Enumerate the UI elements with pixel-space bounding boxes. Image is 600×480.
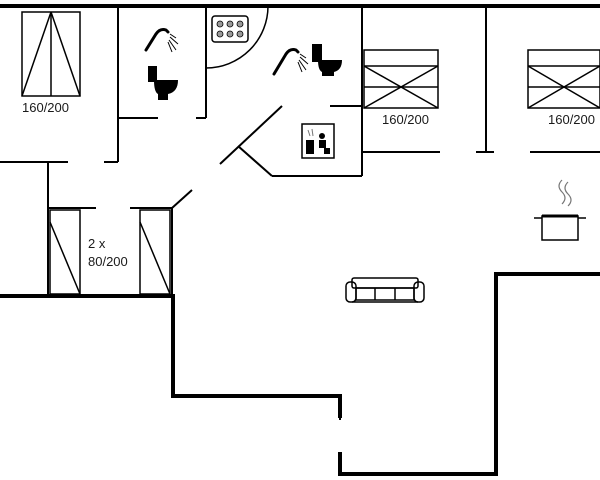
bed-bedroom-4-left (49, 209, 81, 295)
bed-label-bedroom-3: 160/200 (548, 112, 595, 127)
sauna-icon (301, 123, 335, 159)
bottom-right-wall (338, 272, 600, 476)
sofa-icon (345, 277, 425, 303)
bed-label-bedroom-4: 80/200 (88, 254, 128, 269)
cooking-pot-icon (534, 179, 586, 241)
shower-icon (272, 48, 309, 76)
bed-label-bedroom-1: 160/200 (22, 100, 69, 115)
bath-2-angled-wall-lower (237, 145, 273, 177)
hall-angled-wall (171, 189, 193, 209)
toilet-icon (148, 66, 178, 100)
door-swing-arc (205, 5, 269, 69)
whirlpool-icon (211, 15, 249, 43)
bath-2-angled-wall (219, 105, 283, 165)
bed-bedroom-2 (363, 49, 439, 109)
interior-walls (0, 6, 600, 420)
shower-icon (144, 28, 179, 53)
bed-bedroom-3 (527, 49, 600, 109)
toilet-icon (312, 44, 342, 76)
bed-count-label-bedroom-4: 2 x (88, 236, 106, 251)
bed-bedroom-4-right (139, 209, 171, 295)
bed-bedroom-1 (21, 11, 81, 97)
bed-label-bedroom-2: 160/200 (382, 112, 429, 127)
front-wall-step (171, 294, 342, 418)
exterior-walls (0, 4, 600, 476)
